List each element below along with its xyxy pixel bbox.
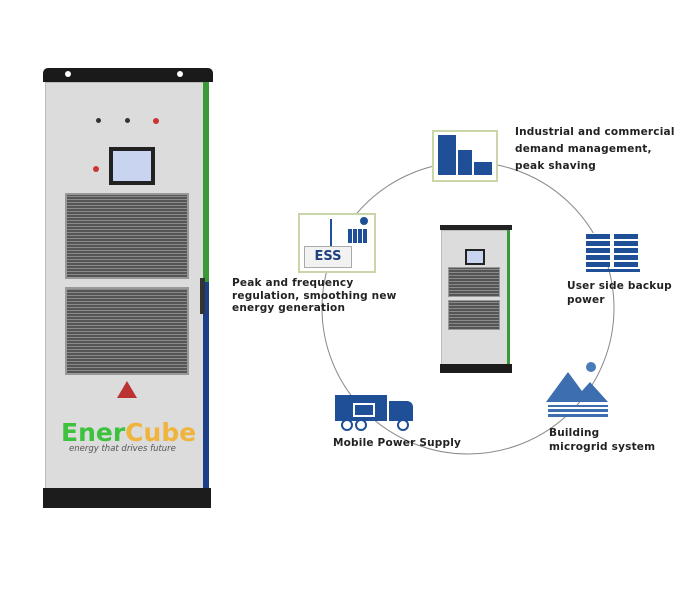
label-mobile-power: Mobile Power Supply	[333, 437, 462, 449]
ess-badge: ESS	[304, 246, 352, 268]
brand-tagline: energy that drives future	[69, 444, 176, 454]
battery-truck-icon	[333, 393, 415, 431]
cabinet-base	[43, 488, 211, 508]
logo-text-cube: Cube	[125, 418, 197, 447]
cabinet-thumbnail	[440, 225, 512, 373]
label-peak-frequency: Peak and frequency regulation, smoothing…	[232, 277, 397, 314]
brand-logo: EnerCube	[61, 418, 196, 447]
energy-storage-cabinet: EnerCube energy that drives future	[43, 68, 213, 508]
label-microgrid: Building microgrid system	[549, 427, 656, 453]
vent-grill	[65, 193, 189, 279]
factory-building-icon	[432, 130, 498, 182]
server-rack-icon	[586, 233, 640, 273]
label-industrial: Industrial and commercial demand managem…	[515, 126, 675, 172]
logo-text-ener: Ener	[61, 418, 126, 447]
label-backup-power: User side backup power	[567, 280, 672, 306]
vent-grill	[65, 287, 189, 375]
warning-triangle-icon	[117, 381, 137, 398]
touch-screen	[109, 147, 155, 185]
ess-wind-solar-icon: ESS	[298, 213, 376, 273]
mountain-water-sun-icon	[546, 360, 612, 420]
